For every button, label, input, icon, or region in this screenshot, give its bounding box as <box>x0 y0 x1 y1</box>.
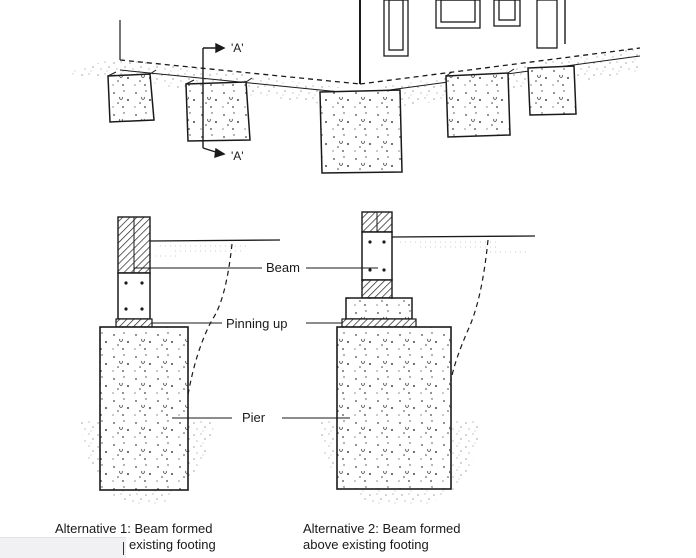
caption-alt2-line2: above existing footing <box>303 537 429 552</box>
section-marker-bottom: 'A' <box>231 149 244 163</box>
pinning-up-layer <box>341 318 417 328</box>
caption-alternative-1: Alternative 1: Beam formed existing foot… <box>55 521 216 553</box>
text-cursor <box>123 542 124 555</box>
pier-block <box>107 65 577 174</box>
excavation-line <box>187 243 233 396</box>
section-alternative-2 <box>282 211 536 505</box>
window <box>383 0 558 57</box>
section-marker-top: 'A' <box>231 41 244 55</box>
footing-block <box>345 297 413 320</box>
section-line-a-a <box>202 42 226 159</box>
caption-alt2-line1: Alternative 2: Beam formed <box>303 521 461 536</box>
pier-label: Pier <box>242 410 266 425</box>
pinning-up-layer <box>115 318 153 328</box>
text-input-strip[interactable] <box>0 537 126 558</box>
pier-block <box>99 326 189 491</box>
section-alternative-1 <box>80 216 281 505</box>
beam-block <box>361 231 393 281</box>
beam-label: Beam <box>266 260 300 275</box>
pinning-up-label: Pinning up <box>226 316 287 331</box>
beam-block <box>117 272 151 320</box>
excavation-line <box>450 239 489 381</box>
pier-block <box>336 326 452 490</box>
caption-alt1-line2: existing footing <box>129 537 216 552</box>
perspective-view: 'A' 'A' <box>60 0 641 174</box>
caption-alt1-line1: Alternative 1: Beam formed <box>55 521 213 536</box>
caption-alternative-2: Alternative 2: Beam formed above existin… <box>303 521 461 553</box>
